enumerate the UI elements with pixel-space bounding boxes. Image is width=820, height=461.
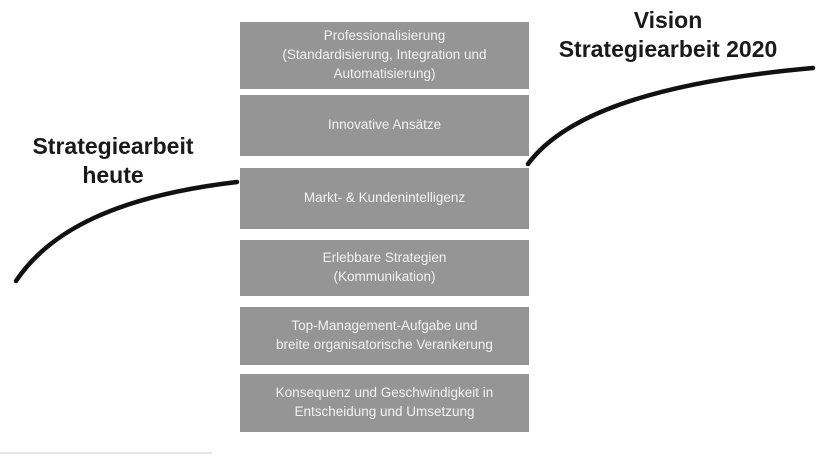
stage-box-markt-kundenintelligenz: Markt- & Kundenintelligenz xyxy=(240,168,529,229)
label-strategiearbeit-heute: Strategiearbeit heute xyxy=(32,133,194,188)
stage-box-innovative-ansaetze: Innovative Ansätze xyxy=(240,95,529,156)
stage-box-erlebbare-strategien: Erlebbare Strategien (Kommunikation) xyxy=(240,240,529,296)
label-vision-strategiearbeit-2020: Vision Strategiearbeit 2020 xyxy=(558,7,778,62)
bottom-divider-line xyxy=(0,452,212,454)
left-growth-curve xyxy=(13,179,240,284)
stage-box-top-management-aufgabe: Top-Management-Aufgabe und breite organi… xyxy=(240,307,529,365)
stage-box-konsequenz-geschwindigkeit: Konsequenz und Geschwindigkeit in Entsch… xyxy=(240,374,529,432)
stage-box-professionalisierung: Professionalisierung (Standardisierung, … xyxy=(240,22,529,89)
right-growth-curve xyxy=(525,65,816,167)
